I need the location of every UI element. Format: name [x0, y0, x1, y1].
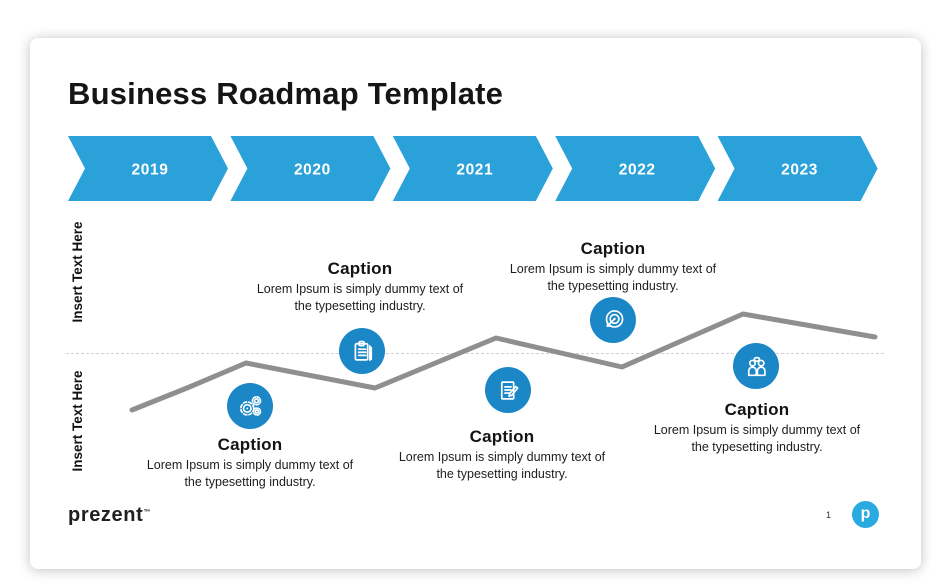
- caption-body: Lorem Ipsum is simply dummy text of the …: [653, 423, 861, 454]
- caption-title: Caption: [724, 400, 790, 419]
- people-icon: [733, 343, 779, 389]
- target-icon: [590, 297, 636, 343]
- caption-body: Lorem Ipsum is simply dummy text of the …: [146, 458, 354, 489]
- clipboard-icon: [339, 328, 385, 374]
- timeline-arrow: [392, 136, 553, 201]
- timeline-arrow: [68, 136, 228, 201]
- timeline-arrow: [555, 136, 716, 201]
- trademark-symbol: ™: [143, 509, 151, 516]
- caption-title: Caption: [327, 259, 393, 278]
- caption-body: Lorem Ipsum is simply dummy text of the …: [398, 450, 606, 481]
- timeline-year-label: 2022: [619, 162, 656, 179]
- prezent-badge-icon: p: [852, 501, 879, 528]
- gears-icon: [227, 383, 273, 429]
- timeline: 2019 2020 2021 2022 2023: [68, 136, 878, 201]
- caption-title: Caption: [580, 239, 646, 258]
- page-number: 1: [826, 510, 832, 520]
- badge-letter: p: [860, 505, 871, 522]
- caption-title: Caption: [469, 427, 535, 446]
- timeline-year-label: 2019: [132, 162, 169, 179]
- timeline-year-label: 2023: [781, 162, 818, 179]
- caption-body: Lorem Ipsum is simply dummy text of the …: [509, 262, 717, 293]
- prezent-logo: prezent™: [68, 504, 150, 527]
- axis-label-upper: Insert Text Here: [70, 221, 85, 323]
- timeline-arrow: [717, 136, 878, 201]
- timeline-arrow: [230, 136, 391, 201]
- timeline-year-label: 2020: [294, 162, 331, 179]
- axis-label-lower: Insert Text Here: [70, 370, 85, 472]
- timeline-year-label: 2021: [456, 162, 493, 179]
- prezent-logo-text: prezent: [68, 504, 144, 526]
- caption-title: Caption: [217, 435, 283, 454]
- edit-doc-icon: [485, 367, 531, 413]
- caption-body: Lorem Ipsum is simply dummy text of the …: [256, 282, 464, 313]
- slide-title: Business Roadmap Template: [68, 76, 504, 111]
